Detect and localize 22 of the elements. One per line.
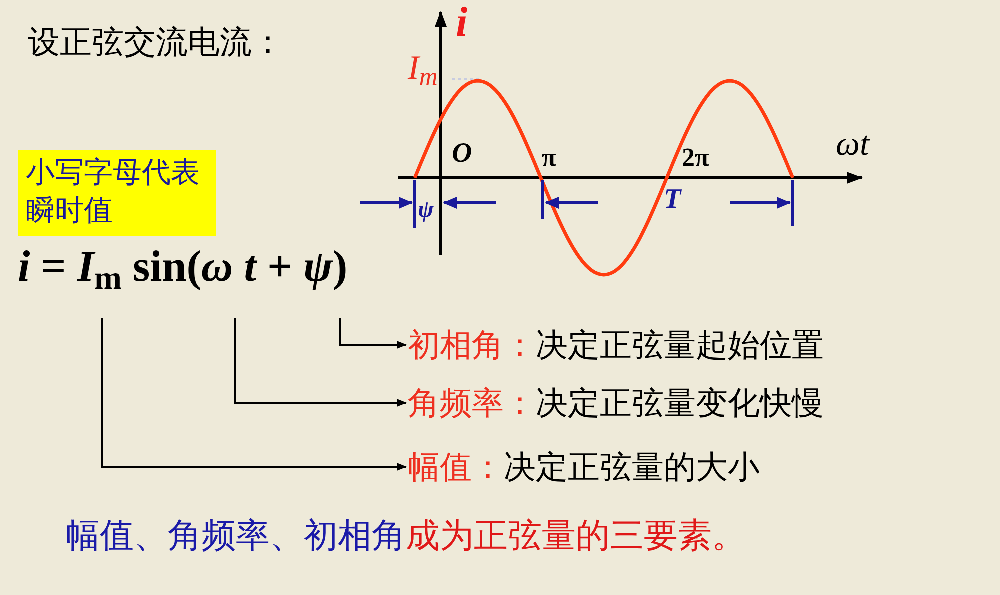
description-text: 决定正弦量的大小 <box>504 451 760 483</box>
phase-label: ψ <box>418 198 434 222</box>
formula: i = I$_{m}$ sin(ω t + ψ) <box>18 245 348 289</box>
period-label: T <box>664 186 682 214</box>
term-label: 初相角： <box>408 329 536 361</box>
axis-label: i <box>456 2 468 44</box>
origin-label: O <box>452 140 472 168</box>
tick-label: π <box>542 145 556 171</box>
leader-line <box>339 318 407 349</box>
leader-line <box>101 318 407 471</box>
term-label: 角频率： <box>408 387 536 419</box>
summary-text: 成为正弦量的三要素。 <box>406 520 746 554</box>
term-label: 幅值： <box>408 451 504 483</box>
leader-line <box>234 318 407 407</box>
description-text: 决定正弦量起始位置 <box>536 329 824 361</box>
tick-label: 2π <box>682 145 710 171</box>
note-box: 小写字母代表瞬时值 <box>18 150 216 236</box>
description-text: 决定正弦量变化快慢 <box>536 387 824 419</box>
title: 设正弦交流电流： <box>28 23 284 62</box>
amplitude-label: I$_{m}$ <box>408 52 438 86</box>
summary-text: 幅值、角频率、初相角 <box>66 520 406 554</box>
axis-label: ωt <box>836 128 870 162</box>
